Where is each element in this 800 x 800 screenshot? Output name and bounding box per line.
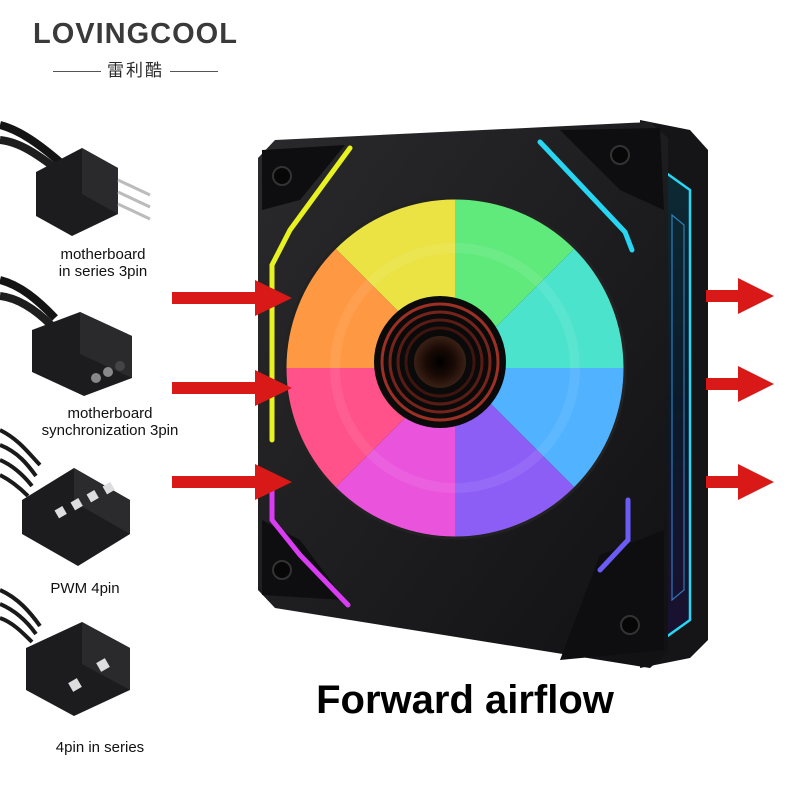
outflow-arrows [706, 278, 774, 500]
headline: Forward airflow [316, 678, 614, 722]
connector-label-1: motherboard in series 3pin [28, 246, 178, 280]
outflow-arrow [706, 278, 774, 314]
brand-logo: LOVINGCOOL 雷利酷 [28, 18, 243, 81]
inflow-arrows [172, 280, 292, 500]
connector-label-4: 4pin in series [30, 739, 170, 756]
connector-label-2-line2: synchronization 3pin [41, 422, 179, 439]
inflow-arrow [172, 280, 292, 316]
fan-hub [374, 296, 506, 428]
outflow-arrow [706, 366, 774, 402]
connector-label-1-line1: motherboard [60, 246, 146, 263]
brand-subtitle-text: 雷利酷 [107, 61, 164, 80]
inflow-arrow [172, 370, 292, 406]
connector-label-3-line1: PWM 4pin [50, 580, 120, 597]
connector-pwm-4pin [0, 428, 130, 566]
brand-subtitle: 雷利酷 [28, 56, 243, 81]
connector-label-2-line1: motherboard [67, 405, 153, 422]
connector-3pin-series [0, 121, 151, 236]
connector-label-1-line2: in series 3pin [58, 263, 148, 280]
connector-4pin-series [0, 588, 130, 716]
connector-label-3: PWM 4pin [30, 580, 140, 597]
connector-label-2: motherboard synchronization 3pin [20, 405, 200, 439]
brand-name: LOVINGCOOL [33, 18, 238, 50]
inflow-arrow [172, 464, 292, 500]
outflow-arrow [706, 464, 774, 500]
fan-rotor [285, 198, 625, 538]
connector-label-4-line1: 4pin in series [55, 739, 145, 756]
connector-3pin-sync [0, 276, 132, 396]
